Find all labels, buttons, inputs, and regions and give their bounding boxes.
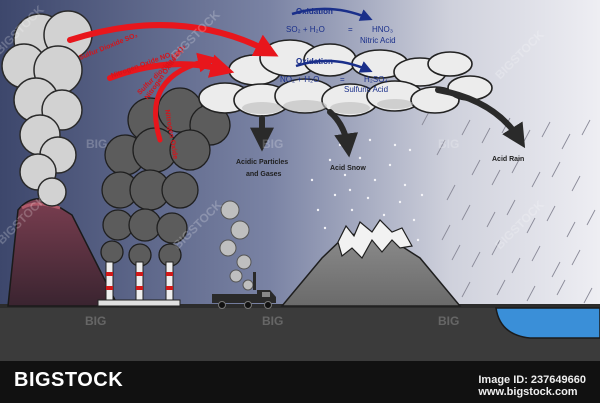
arrow-acid-rain (435, 87, 526, 149)
watermark-big-4: BIG (86, 137, 107, 151)
equation-2-name: Sulfuric Acid (344, 85, 388, 94)
factory-smoke (100, 87, 231, 267)
oxidation-arrow-1 (291, 7, 373, 21)
oxidation-arrow-2 (295, 59, 373, 73)
watermark-big-3: BIG (438, 314, 459, 328)
watermark-big-5: BIG (262, 137, 283, 151)
equation-1-name: Nitric Acid (360, 36, 396, 45)
watermark-big-6: BIG (438, 137, 459, 151)
watermark-big-2: BIG (262, 314, 283, 328)
volcano-smoke (1, 10, 93, 207)
equation-1-equals: = (348, 25, 353, 34)
acidic-particles-label-2: and Gases (246, 171, 282, 178)
volcano-lava (21, 202, 61, 210)
acid-rain-label: Acid Rain (492, 156, 524, 163)
acid-rain-streaks (421, 109, 596, 304)
acidic-particles-label-1: Acidic Particles (236, 159, 288, 166)
brand-logo[interactable]: BIGSTOCK (14, 369, 124, 391)
oxidation-label-1: Oxidation (296, 7, 333, 16)
emission-arrows (67, 22, 279, 143)
equation-2-equals: = (340, 75, 345, 84)
diagram-canvas: Oxidation SO₂ + H₂O = HNO₃ Nitric Acid O… (0, 0, 600, 361)
equation-2-left: NO₂ + H₂O (280, 75, 319, 84)
truck-exhaust (219, 200, 254, 291)
lake (495, 307, 600, 339)
site-url[interactable]: www.bigstock.com (478, 386, 578, 398)
precipitation-arrows (250, 87, 526, 158)
red-arrow-1 (67, 22, 279, 57)
footer-bar: BIGSTOCK Image ID: 237649660 www.bigstoc… (0, 361, 600, 403)
cloud-shading (242, 99, 413, 114)
acid-snow-label: Acid Snow (330, 165, 366, 172)
volcano (7, 198, 120, 307)
arrow-acid-snow (327, 109, 359, 158)
equation-1-right: HNO₃ (372, 25, 393, 34)
watermark-big-1: BIG (85, 314, 106, 328)
red-arrow-3 (153, 52, 218, 143)
oxidation-label-2: Oxidation (296, 57, 333, 66)
snow-cap (337, 219, 413, 259)
equation-1-left: SO₂ + H₂O (286, 25, 325, 34)
image-id: Image ID: 237649660 www.bigstock.com (478, 374, 586, 398)
oxidation-arrows (291, 7, 373, 73)
factory-chimneys (97, 261, 181, 307)
image-id-text: Image ID: 237649660 (478, 374, 586, 386)
truck (212, 272, 276, 309)
equation-2-right: H₂SO₄ (364, 75, 388, 84)
